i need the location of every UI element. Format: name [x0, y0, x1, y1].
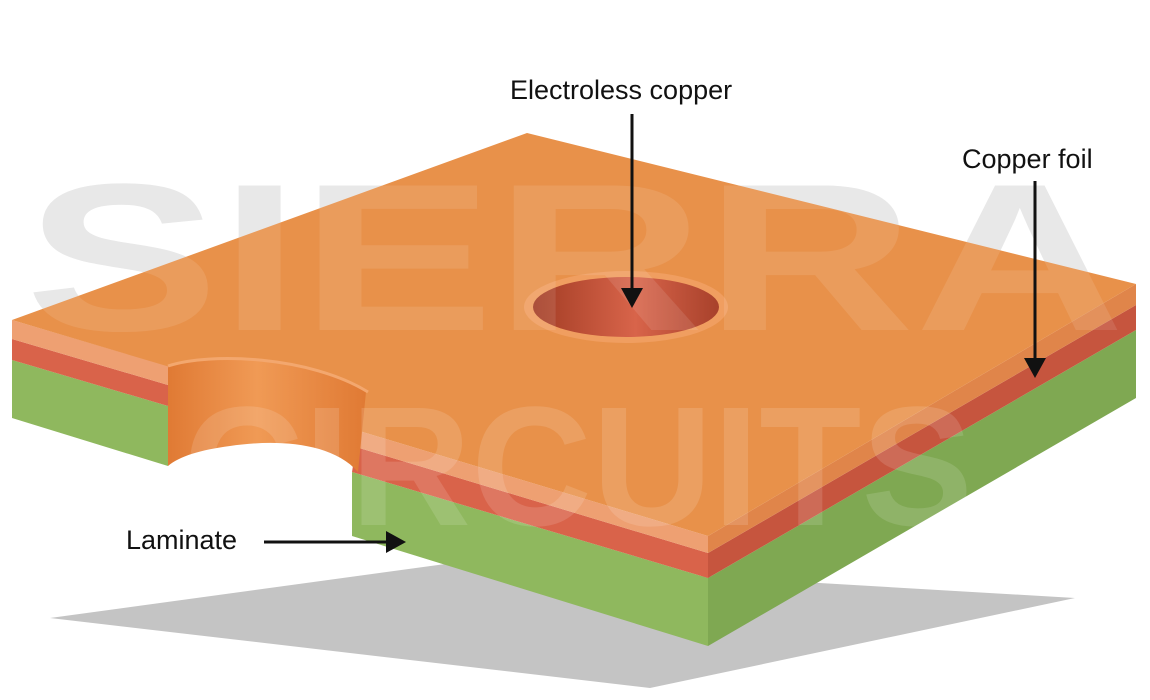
electroless-right-side [708, 284, 1136, 553]
copper-foil-arrow [1024, 181, 1046, 378]
copper-foil-label: Copper foil [962, 144, 1093, 174]
laminate-right-side [708, 330, 1136, 646]
copper-foil-front-side [352, 447, 708, 578]
copper-foil-right-side [708, 305, 1136, 578]
electroless-front-side [356, 430, 708, 553]
laminate-front-side [352, 472, 708, 646]
laminate-arrow [264, 531, 406, 553]
electroless-left-side [12, 320, 168, 385]
cut-hole-rim [167, 357, 369, 394]
copper-foil-left-side [12, 339, 168, 406]
watermark-circuits: CIRCUITS [183, 372, 973, 562]
floor-shadow [50, 562, 1075, 688]
watermark-sierra-overlay: SIERRA [25, 140, 1125, 375]
plated-hole-barrel [533, 277, 719, 337]
electroless-copper-arrow [621, 114, 643, 308]
cut-hole-wall [168, 357, 366, 472]
electroless-copper-label: Electroless copper [510, 75, 733, 105]
laminate-left-side [12, 360, 168, 466]
laminate-label: Laminate [126, 525, 238, 555]
